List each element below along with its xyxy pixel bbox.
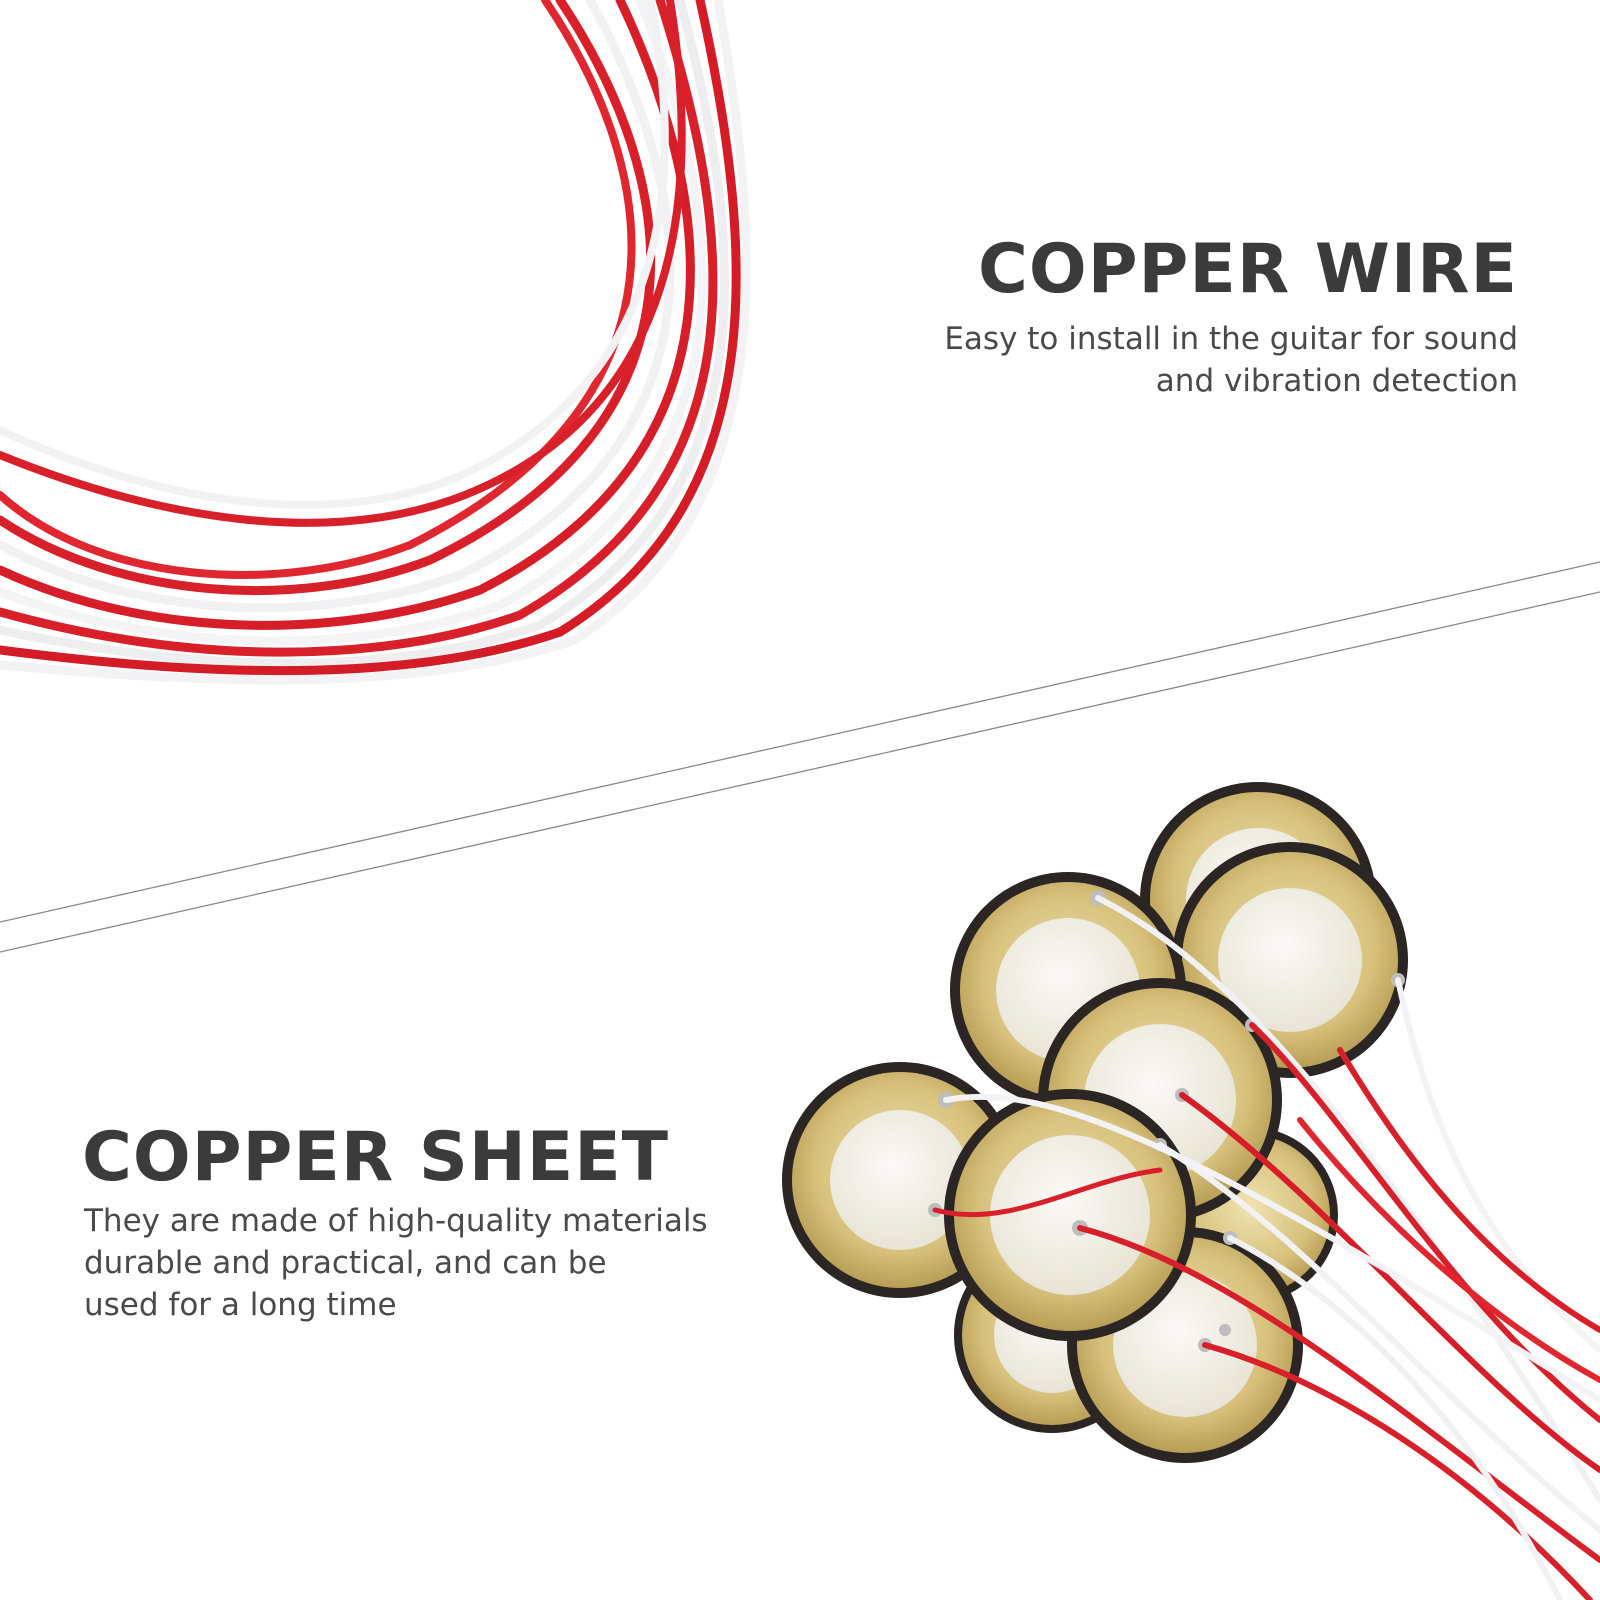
piezo-disc-cluster <box>782 782 1600 1600</box>
diagonal-divider <box>0 561 1600 953</box>
copper-wire-description-line2: and vibration detection <box>1155 363 1518 399</box>
copper-sheet-description: They are made of high-quality materials … <box>84 1200 744 1326</box>
copper-wire-description: Easy to install in the guitar for sound … <box>878 318 1518 402</box>
copper-sheet-title: COPPER SHEET <box>82 1118 670 1197</box>
copper-sheet-description-line1: They are made of high-quality materials <box>84 1203 708 1239</box>
copper-sheet-description-line3: used for a long time <box>84 1287 397 1323</box>
copper-wire-description-line1: Easy to install in the guitar for sound <box>944 321 1518 357</box>
copper-sheet-description-line2: durable and practical, and can be <box>84 1245 607 1281</box>
copper-wire-title: COPPER WIRE <box>978 230 1518 309</box>
copper-wire-bundle <box>0 0 751 685</box>
